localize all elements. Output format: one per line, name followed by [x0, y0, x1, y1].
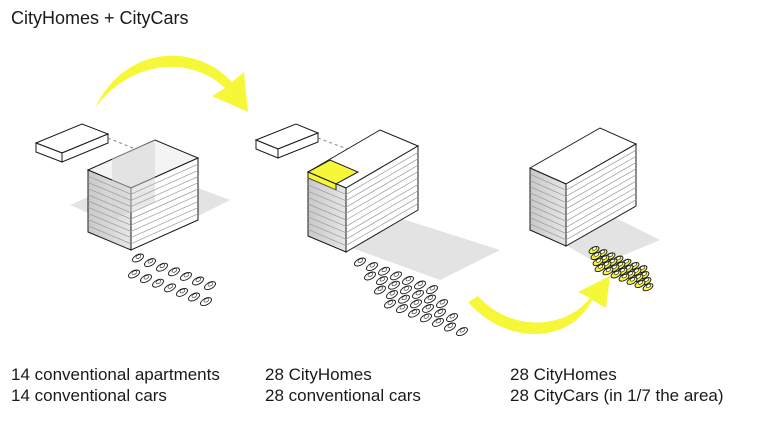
curved-arrow-bottom: [468, 276, 610, 335]
conventional-car: [412, 289, 424, 299]
conventional-car: [132, 253, 144, 263]
conventional-cars-14: [128, 253, 216, 307]
caption-cars: 28 conventional cars: [265, 386, 421, 405]
building-conventional: [86, 139, 200, 251]
small-building-block: [254, 123, 320, 159]
conventional-car: [408, 308, 420, 318]
conventional-car: [446, 313, 458, 323]
caption-citycars: 28 CityCars (in 1/7 the area): [510, 386, 724, 405]
curved-arrow-top: [95, 55, 248, 112]
building-cityhomes: [306, 129, 420, 253]
conventional-car: [168, 267, 180, 277]
conventional-car: [176, 287, 188, 297]
conventional-car: [366, 262, 378, 272]
conventional-car: [200, 297, 212, 307]
conventional-car: [436, 299, 448, 309]
scenario-2-illustration: [254, 123, 500, 337]
citycar: [602, 267, 614, 276]
scenario-1-illustration: [34, 123, 230, 307]
caption-scenario-1: 14 conventional apartments 14 convention…: [11, 364, 220, 406]
conventional-car: [400, 285, 412, 295]
caption-cars: 14 conventional cars: [11, 386, 167, 405]
conventional-car: [402, 275, 414, 285]
conventional-car: [378, 266, 390, 276]
conventional-car: [434, 308, 446, 318]
conventional-car: [376, 276, 388, 286]
conventional-car: [390, 271, 402, 281]
conventional-car: [180, 271, 192, 281]
diagram-title: CityHomes + CityCars: [11, 8, 189, 28]
conventional-car: [386, 290, 398, 300]
conventional-car: [192, 276, 204, 286]
conventional-car: [164, 283, 176, 293]
conventional-car: [398, 294, 410, 304]
conventional-car: [188, 292, 200, 302]
conventional-car: [156, 262, 168, 272]
conventional-car: [354, 257, 366, 267]
caption-scenario-3: 28 CityHomes 28 CityCars (in 1/7 the are…: [510, 364, 724, 406]
citycar: [594, 263, 606, 273]
citycar: [618, 273, 630, 282]
conventional-car: [204, 281, 216, 291]
small-building-block: [34, 123, 110, 163]
conventional-car: [414, 280, 426, 290]
citycar: [642, 283, 654, 292]
citycar: [588, 245, 600, 255]
conventional-car: [152, 278, 164, 288]
citycar: [626, 276, 638, 285]
conventional-cars-28: [354, 257, 468, 337]
conventional-car: [396, 304, 408, 314]
citycar: [634, 279, 646, 289]
conventional-car: [420, 313, 432, 323]
building-cityhomes-2: [528, 127, 638, 247]
caption-scenario-2: 28 CityHomes 28 conventional cars: [265, 364, 421, 406]
conventional-car: [388, 280, 400, 290]
conventional-car: [364, 271, 376, 281]
conventional-car: [432, 317, 444, 327]
conventional-car: [456, 327, 468, 337]
conventional-car: [144, 258, 156, 268]
citycar: [590, 251, 602, 261]
conventional-car: [444, 322, 456, 332]
conventional-car: [140, 274, 152, 284]
conventional-car: [424, 294, 436, 304]
conventional-car: [374, 285, 386, 295]
conventional-car: [410, 299, 422, 309]
caption-cityhomes: 28 CityHomes: [265, 365, 372, 384]
citycar: [592, 257, 604, 267]
caption-apartments: 14 conventional apartments: [11, 365, 220, 384]
caption-cityhomes: 28 CityHomes: [510, 365, 617, 384]
conventional-car: [128, 269, 140, 279]
conventional-car: [422, 303, 434, 313]
citycar: [610, 270, 622, 279]
conventional-car: [426, 285, 438, 295]
citycars-28: [588, 245, 654, 292]
scenario-3-illustration: [528, 127, 660, 292]
conventional-car: [384, 299, 396, 309]
